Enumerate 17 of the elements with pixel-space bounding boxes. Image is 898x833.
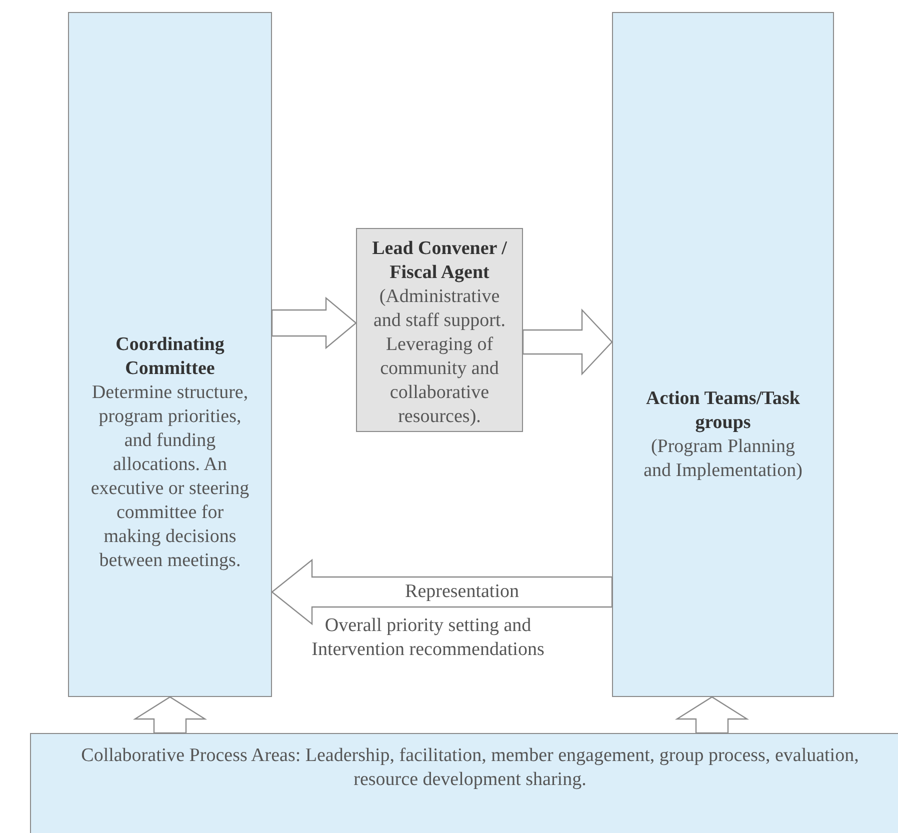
note-text: Overall priority setting and Intervention recommendations — [310, 614, 546, 662]
block-arrow — [132, 696, 208, 734]
box-text: Determine structure, program priorities, and funding allocations. An executive or steering committee for making decisions between meetings. — [90, 381, 250, 573]
box-heading: Lead Convener / Fiscal Agent — [371, 237, 508, 285]
action-teams-box — [612, 12, 834, 697]
convener-box — [356, 228, 523, 432]
committee-box — [68, 12, 272, 697]
block-arrow — [674, 696, 750, 734]
process-areas-box — [30, 733, 898, 833]
block-arrow — [271, 296, 357, 350]
box-text: (Program Planning and Implementation) — [642, 435, 804, 483]
box-text: Collaborative Process Areas: Leadership, facilitation, member engagement, group process, evaluation, resource development sharing. — [80, 744, 860, 792]
box-text: (Administrative and staff support. Leveraging of community and collaborative resources). — [372, 285, 507, 429]
edge-label: Representation — [405, 581, 519, 603]
block-arrow — [522, 308, 613, 376]
box-heading: Coordinating Committee — [114, 333, 226, 381]
box-heading: Action Teams/Task groups — [645, 387, 801, 435]
